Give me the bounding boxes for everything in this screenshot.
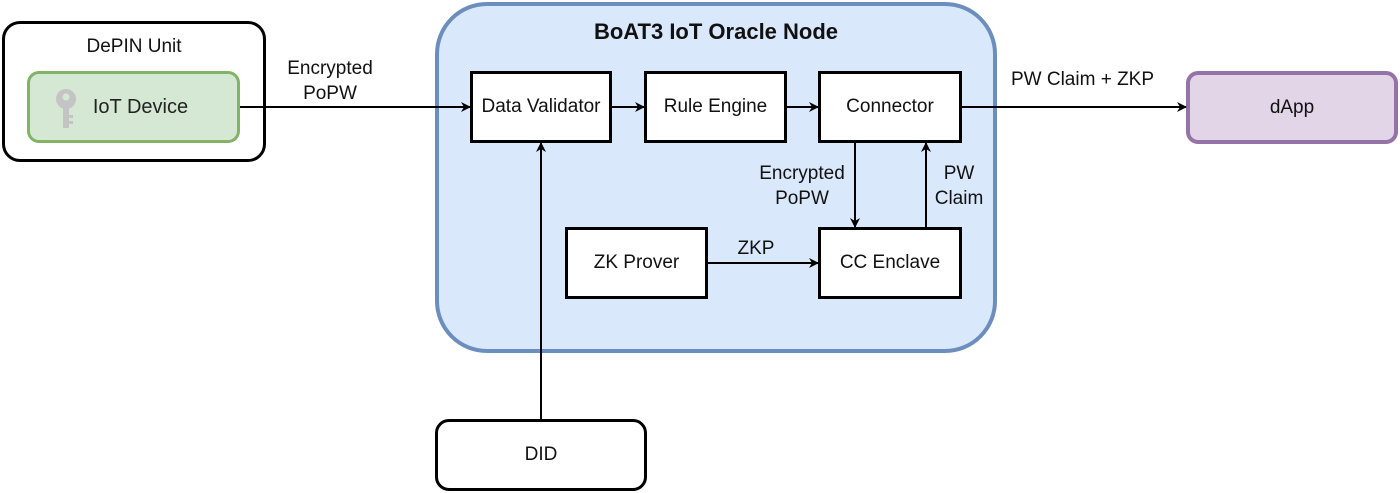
rule-engine-label: Rule Engine [663,96,768,117]
zk-prover-node[interactable]: ZK Prover [565,227,708,299]
connector-label: Connector [846,96,934,117]
key-icon [52,88,80,136]
dapp-label: dApp [1269,96,1315,118]
edge-label-prover-to-enclave: ZKP [737,238,775,259]
oracle-node-title: BoAT3 IoT Oracle Node [593,19,839,44]
connector-node[interactable]: Connector [818,71,962,143]
depin-unit-title: DePIN Unit [86,36,182,57]
data-validator-node[interactable]: Data Validator [470,71,612,143]
edge-label-connector-to-dapp: PW Claim + ZKP [1010,69,1155,90]
did-node[interactable]: DID [435,419,647,491]
dapp-node[interactable]: dApp [1186,71,1398,144]
zk-prover-label: ZK Prover [593,252,680,273]
did-label: DID [524,444,558,465]
oracle-node-container: BoAT3 IoT Oracle Node [435,2,997,353]
data-validator-label: Data Validator [481,96,601,117]
iot-device-node[interactable]: IoT Device [27,71,240,143]
cc-enclave-label: CC Enclave [839,252,941,273]
iot-device-label: IoT Device [92,95,189,118]
cc-enclave-node[interactable]: CC Enclave [818,227,962,299]
rule-engine-node[interactable]: Rule Engine [644,71,787,143]
